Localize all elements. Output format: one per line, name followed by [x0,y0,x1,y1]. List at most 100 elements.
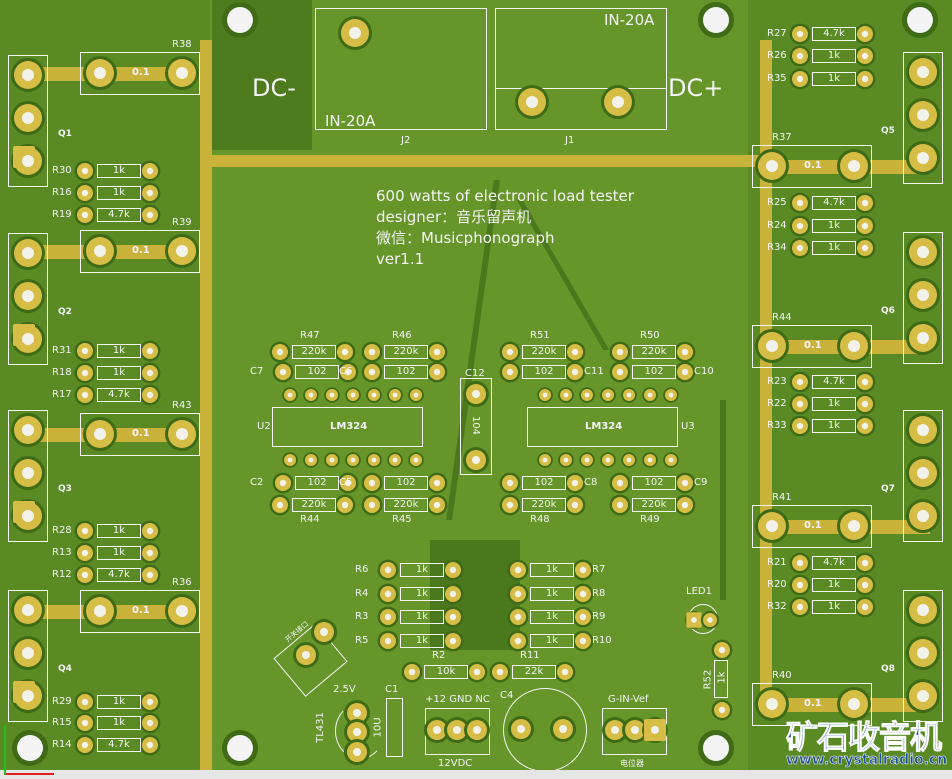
connector-j2 [315,8,487,130]
mosfet-pad [909,502,937,530]
component-pad [469,664,485,680]
j1-ref: J1 [565,135,575,146]
component-ref: R50 [640,330,660,341]
component-ref: R8 [592,588,606,599]
mounting-hole [907,7,933,33]
component-pad [142,365,158,381]
connector-j1 [495,8,667,130]
component-value: 1k [400,610,444,624]
component-value: 1k [97,524,141,538]
power-header[interactable] [425,708,490,755]
pot-header[interactable] [602,708,667,755]
component-ref: R45 [392,514,412,525]
component-pad [492,664,508,680]
component-value: 102 [632,476,676,490]
component-pad [364,344,380,360]
component-pad [142,163,158,179]
component-ref: R49 [640,514,660,525]
component-ref: R21 [767,557,787,568]
component-ref: C9 [694,477,708,488]
component-pad [857,396,873,412]
title-block: 600 watts of electronic load tester desi… [376,186,634,270]
component-pad [445,609,461,625]
component-value: 1k [812,72,856,86]
ic-pin [410,389,422,401]
component-ref: R23 [767,376,787,387]
ic-pin [347,454,359,466]
component-value: 1k [530,634,574,648]
component-pad [340,364,356,380]
component-pad [557,664,573,680]
component-pad [502,344,518,360]
component-pad [612,344,628,360]
component-value: 102 [384,365,428,379]
component-pad [77,523,93,539]
component-ref: R22 [767,398,787,409]
component-pad [142,523,158,539]
ic-pin [389,454,401,466]
mosfet-outline [8,410,48,542]
mosfet-pad [14,282,42,310]
ic-pin [560,454,572,466]
component-pad [77,694,93,710]
component-pad [857,374,873,390]
component-value: 1k [812,397,856,411]
component-value: 1k [97,164,141,178]
component-pad [364,497,380,513]
ic-pin [326,454,338,466]
ic-pin [644,389,656,401]
component-pad [445,562,461,578]
component-pad [857,218,873,234]
component-pad [575,562,591,578]
component-ref: R48 [530,514,550,525]
component-value: 4.7k [812,556,856,570]
component-pad [77,545,93,561]
component-value: 220k [292,345,336,359]
component-value: 1k [97,716,141,730]
component-pad [510,586,526,602]
component-ref: R18 [52,367,72,378]
mosfet-outline [8,590,48,722]
shunt-ref: R43 [172,400,192,411]
component-value: 220k [384,345,428,359]
component-pad [77,737,93,753]
component-value: 1k [97,186,141,200]
component-pad [792,374,808,390]
ic-pin [368,454,380,466]
component-value: 220k [292,498,336,512]
component-ref: R35 [767,73,787,84]
component-pad [792,599,808,615]
mosfet-pad [909,144,937,172]
mosfet-pad [13,324,42,353]
component-pad [792,396,808,412]
designer-line: designer：音乐留声机 [376,208,532,226]
component-ref: R28 [52,525,72,536]
component-pad [142,207,158,223]
component-value: 4.7k [812,375,856,389]
mosfet-pad [909,238,937,266]
dc-minus-label: DC- [252,74,296,102]
component-ref: R2 [432,650,446,661]
c12-capacitor [460,378,492,475]
mosfet-ref: Q5 [881,126,895,136]
shunt-resistor [752,325,872,368]
component-pad [857,26,873,42]
shunt-ref: R36 [172,577,192,588]
mounting-hole [227,735,253,761]
component-pad [567,497,583,513]
shunt-pad [86,59,114,87]
component-pad [857,555,873,571]
shunt-resistor [752,505,872,548]
watermark-url: www.crystalradio.cn [786,752,948,769]
component-ref: R26 [767,50,787,61]
mosfet-pad [14,459,42,487]
component-value: 1k [97,344,141,358]
shunt-pad [758,512,786,540]
mosfet-pad [909,281,937,309]
component-ref: R3 [355,611,369,622]
component-ref: C6 [339,366,353,377]
component-pad [380,586,396,602]
mosfet-ref: Q4 [58,664,72,674]
component-pad [612,364,628,380]
component-ref: C7 [250,366,264,377]
